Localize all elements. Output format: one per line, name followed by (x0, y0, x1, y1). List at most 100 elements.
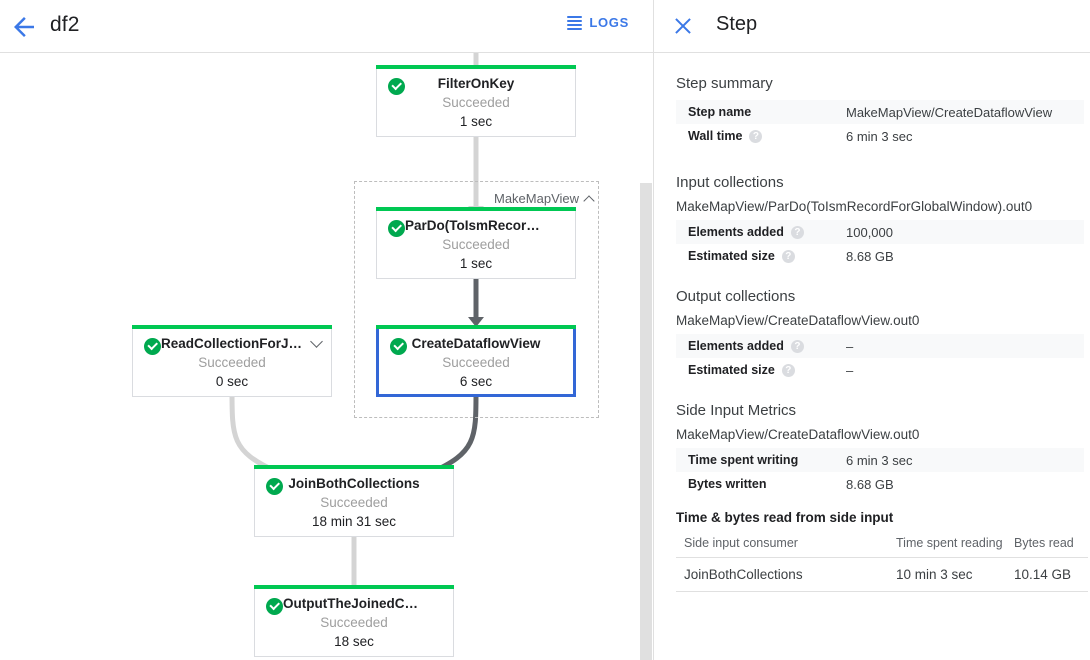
job-graph-pane: df2 LOGS (0, 0, 653, 660)
graph-node-read-collection-for-join[interactable]: ReadCollectionForJoin Succeeded 0 sec (132, 325, 332, 397)
group-container-makemapview[interactable] (354, 181, 599, 418)
node-status: Succeeded (320, 495, 388, 510)
row-value: 8.68 GB (846, 248, 894, 264)
status-bar-success (254, 465, 454, 469)
row-key: Estimated size? (676, 244, 844, 268)
help-icon[interactable]: ? (749, 130, 763, 144)
node-time: 6 sec (459, 374, 493, 389)
section-heading-input-collections: Input collections (676, 174, 784, 191)
row-value: 6 min 3 sec (846, 452, 913, 468)
top-app-bar: df2 LOGS (0, 0, 653, 53)
row-key: Elements added? (676, 220, 844, 244)
close-icon[interactable] (670, 13, 696, 39)
table-row: Elements added? – (676, 334, 1084, 358)
status-bar-success (254, 585, 454, 589)
row-value: MakeMapView/CreateDataflowView (846, 104, 1053, 120)
row-value: 6 min 3 sec (846, 128, 913, 144)
table-row: Estimated size? – (676, 358, 1084, 382)
status-bar-success (376, 207, 576, 211)
node-title: CreateDataflowView (411, 336, 541, 351)
section-heading-step-summary: Step summary (676, 75, 773, 92)
step-details-panel: Step Step summary Step name MakeMapView/… (653, 0, 1090, 660)
side-input-consumer-table: Side input consumer Time spent reading B… (676, 533, 1088, 592)
table-header-row: Side input consumer Time spent reading B… (676, 533, 1088, 558)
status-bar-success (132, 325, 332, 329)
group-label-text: MakeMapView (494, 191, 580, 206)
node-title: FilterOnKey (437, 76, 515, 91)
help-icon[interactable]: ? (790, 226, 804, 240)
success-check-icon (390, 338, 407, 355)
job-graph-canvas[interactable]: MakeMapView FilterOnKey Succeeded 1 sec … (0, 53, 653, 660)
row-key: Estimated size? (676, 358, 844, 382)
section-heading-time-bytes-read: Time & bytes read from side input (676, 510, 894, 525)
help-icon[interactable]: ? (790, 340, 804, 354)
chevron-up-icon[interactable] (584, 193, 595, 204)
cell-consumer: JoinBothCollections (676, 557, 888, 592)
table-row: Bytes written 8.68 GB (676, 472, 1084, 496)
group-label-makemapview[interactable]: MakeMapView (492, 191, 598, 206)
row-key-label: Estimated size (688, 362, 775, 377)
graph-node-join-both-collections[interactable]: JoinBothCollections Succeeded 18 min 31 … (254, 465, 454, 537)
graph-node-create-dataflow-view[interactable]: CreateDataflowView Succeeded 6 sec (376, 325, 576, 397)
row-key: Bytes written (688, 477, 767, 491)
table-row: Time spent writing 6 min 3 sec (676, 448, 1084, 472)
row-key: Wall time? (676, 124, 844, 148)
column-header-bytes-read: Bytes read (1006, 533, 1088, 558)
side-input-collection-name: MakeMapView/CreateDataflowView.out0 (676, 427, 920, 442)
logs-button-label: LOGS (589, 15, 629, 30)
success-check-icon (388, 78, 405, 95)
row-key-label: Estimated size (688, 248, 775, 263)
graph-node-output-the-joined-collection[interactable]: OutputTheJoinedCollec… Succeeded 18 sec (254, 585, 454, 657)
node-time: 0 sec (215, 374, 249, 389)
success-check-icon (266, 598, 283, 615)
column-header-time-spent-reading: Time spent reading (888, 533, 1006, 558)
row-key: Time spent writing (688, 453, 799, 467)
node-status: Succeeded (442, 95, 510, 110)
node-time: 18 min 31 sec (311, 514, 397, 529)
help-icon[interactable]: ? (781, 364, 795, 378)
table-row: Step name MakeMapView/CreateDataflowView (676, 100, 1084, 124)
page-title: df2 (50, 13, 80, 36)
table-row: Wall time? 6 min 3 sec (676, 124, 1084, 148)
node-title: JoinBothCollections (288, 476, 420, 491)
row-key: Elements added? (676, 334, 844, 358)
row-value: – (846, 338, 854, 354)
node-title: ParDo(ToIsmRecordFor… (405, 218, 570, 233)
panel-title: Step (716, 13, 758, 35)
output-collections-table: Elements added? – Estimated size? – (676, 334, 1084, 382)
logs-button[interactable]: LOGS (567, 15, 629, 30)
input-collection-name: MakeMapView/ParDo(ToIsmRecordForGlobalWi… (676, 199, 1033, 214)
row-value: 100,000 (846, 224, 893, 240)
back-arrow-icon[interactable] (9, 12, 39, 42)
graph-node-pardo-toismrecord[interactable]: ParDo(ToIsmRecordFor… Succeeded 1 sec (376, 207, 576, 279)
panel-header: Step (654, 0, 1090, 53)
node-time: 18 sec (334, 634, 374, 649)
row-value: 8.68 GB (846, 476, 894, 492)
input-collections-table: Elements added? 100,000 Estimated size? … (676, 220, 1084, 268)
output-collection-name: MakeMapView/CreateDataflowView.out0 (676, 313, 920, 328)
node-time: 1 sec (459, 256, 493, 271)
column-header-consumer: Side input consumer (676, 533, 888, 558)
scrollbar-thumb[interactable] (640, 183, 652, 660)
cell-time-spent-reading: 10 min 3 sec (888, 557, 1006, 592)
graph-node-filter-on-key[interactable]: FilterOnKey Succeeded 1 sec (376, 65, 576, 137)
node-status: Succeeded (442, 237, 510, 252)
section-heading-output-collections: Output collections (676, 288, 796, 305)
side-input-metrics-table: Time spent writing 6 min 3 sec Bytes wri… (676, 448, 1084, 496)
row-key: Step name (688, 105, 752, 119)
section-heading-side-input-metrics: Side Input Metrics (676, 402, 797, 419)
chevron-down-icon[interactable] (310, 335, 323, 348)
graph-vertical-scrollbar[interactable] (639, 53, 653, 660)
table-row: JoinBothCollections 10 min 3 sec 10.14 G… (676, 557, 1088, 592)
success-check-icon (266, 478, 283, 495)
node-title: OutputTheJoinedCollec… (283, 596, 449, 611)
success-check-icon (388, 220, 405, 237)
row-key-label: Elements added (688, 338, 784, 353)
help-icon[interactable]: ? (781, 250, 795, 264)
table-row: Elements added? 100,000 (676, 220, 1084, 244)
row-value: – (846, 362, 854, 378)
status-bar-success (376, 65, 576, 69)
logs-lines-icon (567, 15, 583, 30)
table-row: Estimated size? 8.68 GB (676, 244, 1084, 268)
